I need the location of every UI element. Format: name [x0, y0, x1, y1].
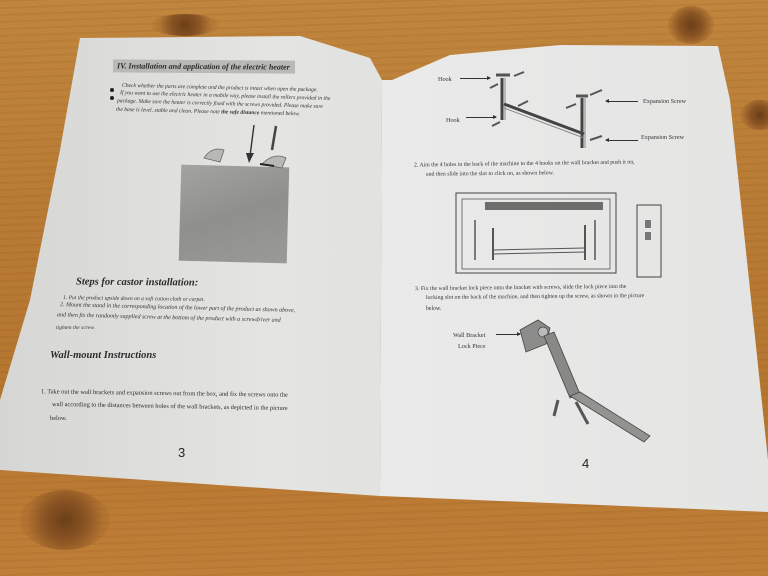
- wall-step-3: locking slot on the back of the machine,…: [425, 293, 645, 301]
- bullet-dot: [110, 96, 114, 100]
- page-number-left: 3: [178, 445, 186, 460]
- arrow-right-icon: [496, 332, 521, 336]
- wall-step-3: 3. Fix the wall bracket lock piece onto …: [414, 283, 627, 293]
- wall-bracket-figure: [489, 71, 603, 148]
- bullet-text: the base is level, stable and clean. Ple…: [115, 106, 222, 116]
- wall-step-2: and then slide into the slot to click on…: [425, 170, 554, 178]
- castor-step: 2. Mount the stand in the corresponding …: [59, 302, 296, 314]
- expansion-screw-label-bottom: Expansion Screw: [641, 134, 685, 141]
- lock-piece-label-line2: Lock Piece: [458, 343, 486, 350]
- wood-knot: [668, 6, 714, 44]
- castor-step: tighten the screw.: [56, 325, 95, 331]
- arrow-left-icon: [605, 99, 638, 103]
- lock-piece-figure: [519, 319, 651, 443]
- wall-mount-heading: Wall-mount Instructions: [50, 350, 157, 361]
- page-number-right: 4: [582, 456, 590, 471]
- wood-knot: [20, 490, 110, 550]
- heater-mounted-figure: [455, 192, 662, 278]
- section-heading: IV. Installation and application of the …: [116, 61, 290, 72]
- wall-step-1: 1. Take out the wall brackets and expans…: [40, 388, 288, 399]
- arrow-right-icon: [460, 76, 491, 80]
- wall-step-1: below.: [50, 415, 67, 422]
- bullet-bold: the safe distance: [221, 109, 260, 117]
- hook-label-top: Hook: [438, 76, 452, 83]
- hook-label-bottom: Hook: [446, 117, 460, 124]
- wall-step-2: 2. Aim the 4 holes in the back of the ma…: [413, 159, 635, 169]
- castor-step: and then fix the randomly supplied screw…: [56, 312, 281, 324]
- castor-heading: Steps for castor installation:: [75, 276, 199, 289]
- wood-knot: [150, 14, 220, 36]
- bullet-text: mentioned below.: [259, 110, 300, 118]
- wall-step-3: below.: [426, 306, 442, 312]
- arrow-left-icon: [605, 138, 638, 142]
- castor-figure-details: [203, 124, 287, 169]
- bullet-dot: [110, 88, 114, 92]
- lock-piece-label-line1: Wall Bracket: [453, 332, 486, 339]
- expansion-screw-label-top: Expansion Screw: [643, 98, 687, 105]
- arrow-right-icon: [466, 115, 497, 119]
- wall-step-1: wall according to the distances between …: [51, 400, 288, 413]
- wood-knot: [740, 100, 768, 130]
